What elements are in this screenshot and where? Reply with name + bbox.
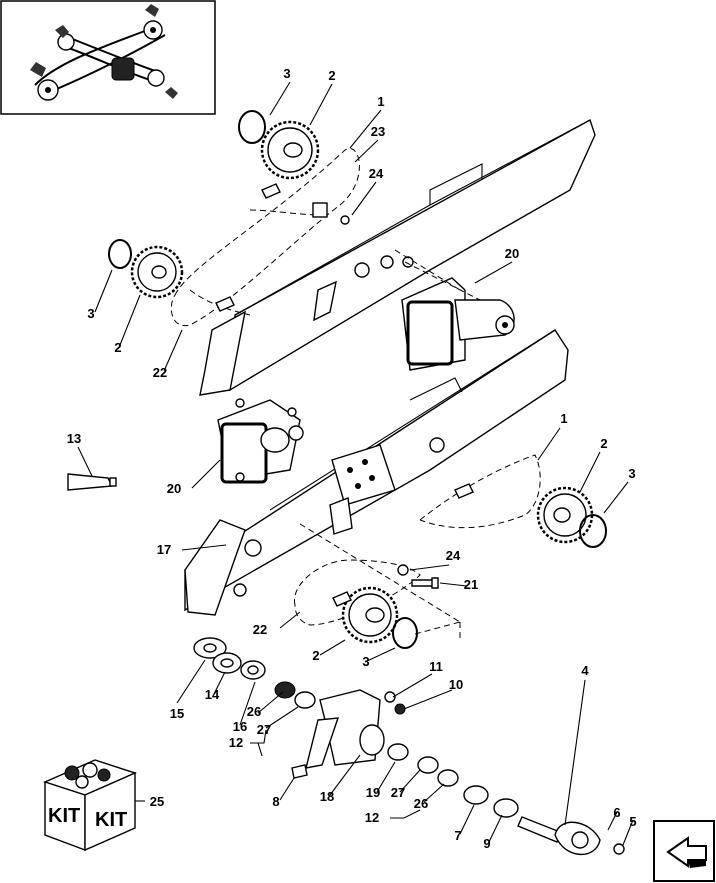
callout-c-3c: 3: [628, 466, 635, 481]
callout-c-3b: 3: [87, 306, 94, 321]
snap-ring-upper-left: [108, 239, 132, 269]
callout-c-4: 4: [581, 663, 589, 678]
snap-ring-upper-right: [238, 110, 266, 144]
bolt-upper: [312, 202, 350, 225]
inset-overview: [0, 0, 216, 115]
kit-label-right: KIT: [95, 809, 127, 831]
gearbox-upper: [401, 277, 515, 371]
callout-c-1a: 1: [377, 94, 384, 109]
callout-c-3a: 3: [283, 66, 290, 81]
upper-frame: [199, 118, 596, 396]
callout-c-19: 19: [366, 785, 380, 800]
callout-c-22a: 22: [153, 365, 167, 380]
callout-c-13: 13: [67, 431, 81, 446]
callout-c-1b: 1: [560, 411, 567, 426]
callout-c-3d: 3: [362, 654, 369, 669]
callout-c-21: 21: [464, 577, 478, 592]
bearing-assembly: [193, 637, 625, 856]
callout-c-15: 15: [170, 706, 184, 721]
snap-ring-lower-left: [392, 617, 418, 649]
callout-c-16: 16: [233, 719, 247, 734]
callout-c-27b: 27: [391, 785, 405, 800]
chain-lower: [294, 454, 541, 626]
bolt-lower: [411, 577, 439, 589]
sprocket-upper-right: [260, 120, 320, 180]
callout-c-2c: 2: [600, 436, 607, 451]
chain-link-lower: [454, 483, 474, 499]
callout-c-12b: 12: [365, 810, 379, 825]
callout-c-10: 10: [449, 677, 463, 692]
callout-c-5: 5: [629, 814, 636, 829]
callout-c-26a: 26: [247, 704, 261, 719]
washer-lower: [397, 564, 409, 576]
callout-c-23: 23: [371, 124, 385, 139]
lower-frame: [184, 329, 569, 616]
callout-c-24b: 24: [446, 548, 461, 563]
callout-c-25: 25: [150, 794, 164, 809]
callout-c-6: 6: [613, 805, 620, 820]
callout-c-11: 11: [429, 659, 443, 674]
callout-c-24a: 24: [369, 166, 384, 181]
callout-c-26b: 26: [414, 796, 428, 811]
callout-c-18: 18: [320, 789, 334, 804]
chain-link-left: [215, 296, 235, 312]
kit-label-left: KIT: [48, 805, 80, 827]
callout-c-7: 7: [454, 828, 461, 843]
callout-c-2d: 2: [312, 648, 319, 663]
callout-c-22b: 22: [253, 622, 267, 637]
callout-c-27a: 27: [257, 722, 271, 737]
sprocket-lower-left: [341, 586, 399, 644]
callout-c-14: 14: [205, 687, 220, 702]
leader-lines: [77, 81, 634, 846]
sprocket-lower-right: [536, 486, 594, 544]
callout-c-20b: 20: [167, 481, 181, 496]
callout-c-2a: 2: [328, 68, 335, 83]
callout-c-20a: 20: [505, 246, 519, 261]
next-page-arrow-icon[interactable]: [653, 820, 715, 882]
chain-link-lower-left: [332, 591, 352, 607]
grease-tube: [67, 473, 117, 491]
callout-c-9: 9: [483, 836, 490, 851]
callout-c-8: 8: [272, 794, 279, 809]
callout-c-12a: 12: [229, 735, 243, 750]
chain-link-upper: [261, 183, 281, 199]
callout-c-17: 17: [157, 542, 171, 557]
gearbox-lower: [217, 398, 304, 484]
kit-box: KIT KIT: [43, 759, 137, 852]
sprocket-upper-left: [130, 245, 184, 299]
snap-ring-lower-right: [579, 514, 607, 548]
callout-c-2b: 2: [114, 340, 121, 355]
